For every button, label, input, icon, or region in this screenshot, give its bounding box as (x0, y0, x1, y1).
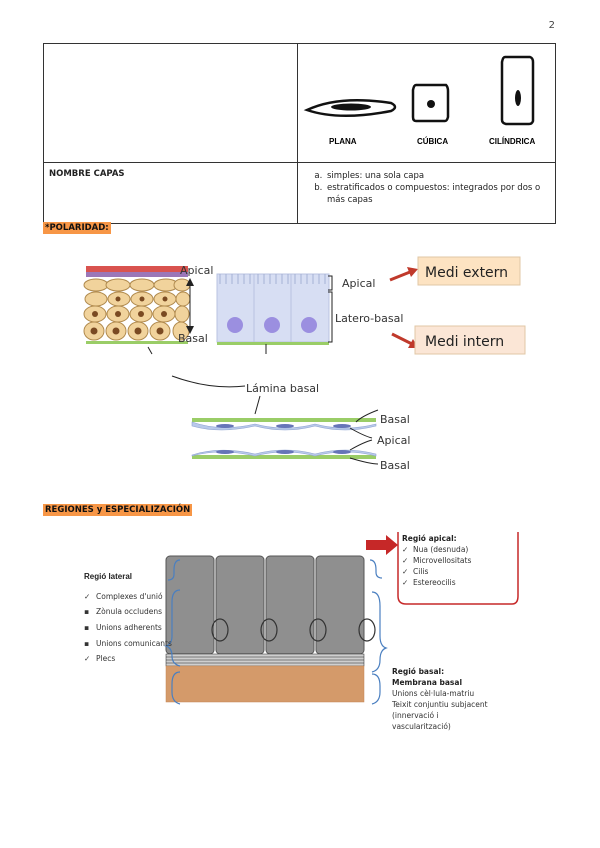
lateral-item: Unions adherents (96, 623, 162, 632)
apical-region-box (397, 532, 519, 605)
lateral-item: Complexes d'unió (96, 592, 163, 601)
epithelial-cells-illustration (165, 555, 376, 703)
check-icon: ✓ (402, 556, 408, 565)
cell-shape-table: PLANA CÚBICA CILÍNDRICA NOMBRE CAPAS sim… (43, 43, 556, 224)
apical-left-label: Apical (180, 264, 213, 277)
empty-cell (43, 43, 298, 163)
basal-line: Unions cèl·lula-matriu (392, 689, 474, 698)
apical-title: Regió apical: (402, 534, 457, 543)
basal-line: Teixit conjuntiu subjacent (391, 700, 488, 709)
lateral-item: Zònula occludens (96, 607, 162, 616)
basal-left-label: Basal (178, 332, 208, 345)
shape-label-cubica: CÚBICA (417, 137, 448, 146)
basal-label-2: Basal (380, 459, 410, 472)
shape-label-plana: PLANA (329, 137, 357, 146)
capas-cell: simples: una sola capa estratificados o … (297, 162, 556, 224)
capas-list: simples: una sola capa estratificados o … (299, 170, 554, 206)
capa-item: simples: una sola capa (325, 170, 554, 182)
lateral-item: Unions comunicants (96, 639, 172, 648)
capa-item: estratificados o compuestos: integrados … (325, 182, 554, 206)
apical-item: Nua (desnuda) (413, 545, 468, 554)
page-number: 2 (548, 20, 555, 31)
shape-label-cilindrica: CILÍNDRICA (489, 137, 535, 146)
bullet-icon: ▪ (84, 607, 89, 616)
cilindrica-cell-icon (500, 55, 535, 126)
apical-item: Microvellositats (413, 556, 471, 565)
cilindrica-nucleus-icon (515, 90, 521, 106)
cell-shapes-illustration: PLANA CÚBICA CILÍNDRICA (303, 55, 535, 146)
regiones-diagram: Regió lateral ✓ Complexes d'unió ▪ Zònul… (80, 532, 520, 737)
lateral-item: Plecs (96, 654, 115, 663)
check-icon: ✓ (402, 567, 408, 576)
stratified-epithelium-illustration (83, 266, 191, 344)
apical-item: Cilis (413, 567, 428, 576)
basal-title: Regió basal: (392, 667, 444, 676)
basal-label-1: Basal (380, 413, 410, 426)
bullet-icon: ▪ (84, 639, 89, 648)
regiones-title: REGIONES y ESPECIALIZACIÓN (43, 504, 193, 516)
medi-extern-label: Medi extern (425, 265, 508, 281)
lamina-basal-label: Lámina basal (246, 382, 319, 395)
check-icon: ✓ (84, 654, 90, 663)
check-icon: ✓ (84, 592, 90, 601)
columnar-epithelium-illustration (216, 273, 330, 345)
check-icon: ✓ (402, 545, 408, 554)
basal-line: vascularització) (392, 722, 451, 731)
apical-right-label: Apical (342, 277, 375, 290)
latero-basal-label: Latero-basal (335, 312, 403, 325)
polaridad-diagram: Apical Basal Apical Latero-basal Medi ex… (83, 256, 526, 472)
plana-cell-icon (303, 99, 397, 117)
medi-intern-box (414, 325, 526, 355)
medi-extern-box (417, 256, 521, 286)
red-arrow-icon (366, 535, 398, 555)
red-arrow-icon (407, 267, 418, 277)
cubica-nucleus-icon (427, 100, 435, 108)
basal-line: Membrana basal (392, 678, 462, 687)
nombre-capas-label: NOMBRE CAPAS (43, 162, 298, 224)
medi-intern-label: Medi intern (425, 334, 504, 350)
lamina-pointer (171, 375, 246, 388)
apical-label-2: Apical (377, 434, 410, 447)
cubica-cell-icon (411, 83, 450, 123)
basal-line: (innervació i (392, 711, 439, 720)
bullet-icon: ▪ (84, 623, 89, 632)
polaridad-title: *POLARIDAD: (43, 222, 111, 234)
plana-nucleus-icon (331, 103, 371, 111)
lateral-title: Regió lateral (84, 572, 132, 581)
check-icon: ✓ (402, 578, 408, 587)
basal-sheet-illustration (191, 418, 377, 459)
apical-item: Estereocilis (413, 578, 456, 587)
cell-shapes-cell: PLANA CÚBICA CILÍNDRICA (297, 43, 556, 163)
